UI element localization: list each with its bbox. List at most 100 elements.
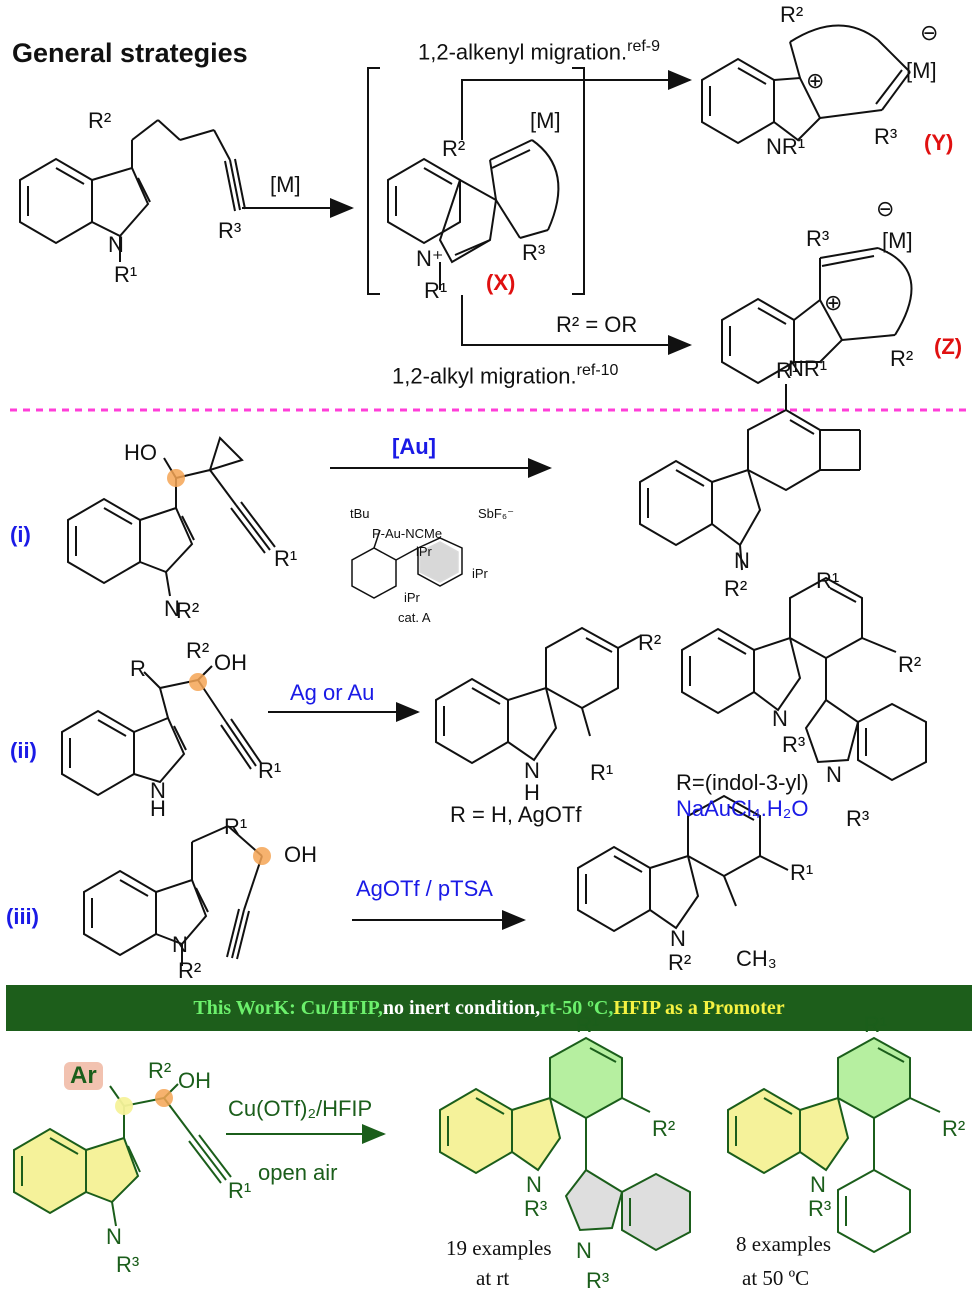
work-start [13,1083,232,1227]
z-label-r2: R² [890,346,914,371]
intermediate-bracket [367,67,585,295]
rxn-i-r1: R¹ [274,546,298,571]
y-label-nr1: NR¹ [766,134,806,159]
rxn-ii-prod-h: H [524,780,540,805]
section-title: General strategies [12,38,248,68]
rxn-ii-r: R [130,656,146,681]
alkenyl-migration-label: 1,2-alkenyl migration.ref-9 [418,38,661,65]
alkyl-migration-label: 1,2-alkyl migration.ref-10 [392,362,619,389]
rxn-ii-cond-left: R = H, AgOTf [450,802,582,827]
rxn-ii-cond-right-1: R=(indol-3-yl) [676,770,809,795]
work-reagent: Cu(OTf)₂/HFIP [228,1096,373,1121]
product-Y [701,24,911,145]
rxn-i-prod-n: N [734,548,750,573]
p1-r1: R¹ [576,1012,600,1037]
rxn-ii-prod-r2: R² [638,630,662,655]
r2-eq-label: R² = OR [556,312,638,337]
p1-temp: at rt [476,1266,510,1290]
cat-counter-ion: SbF₆⁻ [478,506,514,521]
rxn-ii-r1: R¹ [258,758,282,783]
rxn-i-catalyst: [Au] [392,434,436,459]
cat-ipr-1: iPr [416,544,432,559]
p2-temp: at 50 ºC [742,1266,810,1290]
p2-examples: 8 examples [736,1232,832,1256]
rxn-ii-prod-r1: R¹ [590,760,614,785]
rxn-ii-prodR-r1: R¹ [816,568,840,593]
label-r1: R¹ [114,262,138,287]
work-r3: R³ [116,1252,140,1277]
cat-ipr-3: iPr [404,590,420,605]
rxn-ii-prod-nh: N [524,758,540,783]
z-label-nr1: NR¹ [788,356,828,381]
x-label-nplus: N⁺ [416,246,444,271]
rxn-ii-start [61,665,262,797]
rxn-ii-prodR-n2: N [826,762,842,787]
rxn-ii-prodR-r2: R² [898,652,922,677]
x-label-r3: R³ [522,240,546,265]
label-n: N [108,232,124,257]
p1-r3: R³ [524,1196,548,1221]
z-plus: ⊕ [824,290,843,315]
rxn-iii-oh: OH [284,842,317,867]
z-minus: ⊖ [876,196,895,221]
reagent-M: [M] [270,172,301,197]
p2-r2: R² [942,1116,966,1141]
work-r1: R¹ [228,1178,252,1203]
p2-r1: R¹ [864,1012,888,1037]
rxn-ii-prodR-n: N [772,706,788,731]
intermediate-X-label: (X) [486,270,516,295]
y-plus: ⊕ [806,68,825,93]
rxn-iii-r2: R² [178,958,202,983]
rxn-ii-prodR-r3: R³ [782,732,806,757]
cat-A-structure [351,529,463,599]
rxn-i-r2: R² [176,598,200,623]
rxn-i-start [67,436,276,597]
rxn-iii-prod-n: N [670,926,686,951]
product-Z-label: (Z) [934,334,963,359]
rxn-iii-r1: R¹ [224,814,248,839]
cat-name: cat. A [398,610,431,625]
work-product-1 [439,1036,691,1252]
rxn-ii-oh: OH [214,650,247,675]
x-label-r2: R² [442,136,466,161]
rxn-iii-prod-r1: R¹ [790,860,814,885]
label-r3: R³ [218,218,242,243]
label-r2: R² [88,108,112,133]
y-label-M: [M] [906,58,937,83]
cat-tbu: tBu [350,506,370,521]
y-minus: ⊖ [920,20,939,45]
rxn-iii-start [83,825,263,966]
work-r2: R² [148,1058,172,1083]
rxn-ii-nh: N [150,778,166,803]
rxn-ii-catalyst: Ag or Au [290,680,375,705]
rxn-iii-prod-ch3: CH₃ [736,946,777,971]
rxn-i-ho: HO [124,440,157,465]
rxn-i-prod-r2: R² [724,576,748,601]
rxn-iii-catalyst: AgOTf / pTSA [356,876,493,901]
rxn-iii-prod-r2: R² [668,950,692,975]
p1-n: N [526,1172,542,1197]
z-label-r3: R³ [806,226,830,251]
rxn-ii-product-right [681,576,927,782]
p1-r2: R² [652,1116,676,1141]
rxn-ii-h: H [150,796,166,821]
work-conditions: open air [258,1160,338,1185]
work-n: N [106,1224,122,1249]
y-label-r3: R³ [874,124,898,149]
rxn-ii-prodR-r3b: R³ [846,806,870,831]
rxn-i-n: N [164,596,180,621]
work-oh: OH [178,1068,211,1093]
z-label-M: [M] [882,228,913,253]
rxn-ii-r2: R² [186,638,210,663]
rxn-ii-product-left [435,626,641,765]
rxn-iii-product [577,794,789,933]
p2-r3: R³ [808,1196,832,1221]
rxn-i-prod-r1: R¹ [776,358,800,383]
p1-r3b: R³ [586,1268,610,1293]
rxn-i-tag: (i) [10,522,31,547]
rxn-ii-cond-right-2: NaAuCl₄.H₂O [676,796,809,821]
rxn-i-product [639,384,861,571]
rxn-iii-n: N [172,932,188,957]
this-work-banner: This WorK: Cu/HFIP, no inert condition, … [6,985,972,1031]
